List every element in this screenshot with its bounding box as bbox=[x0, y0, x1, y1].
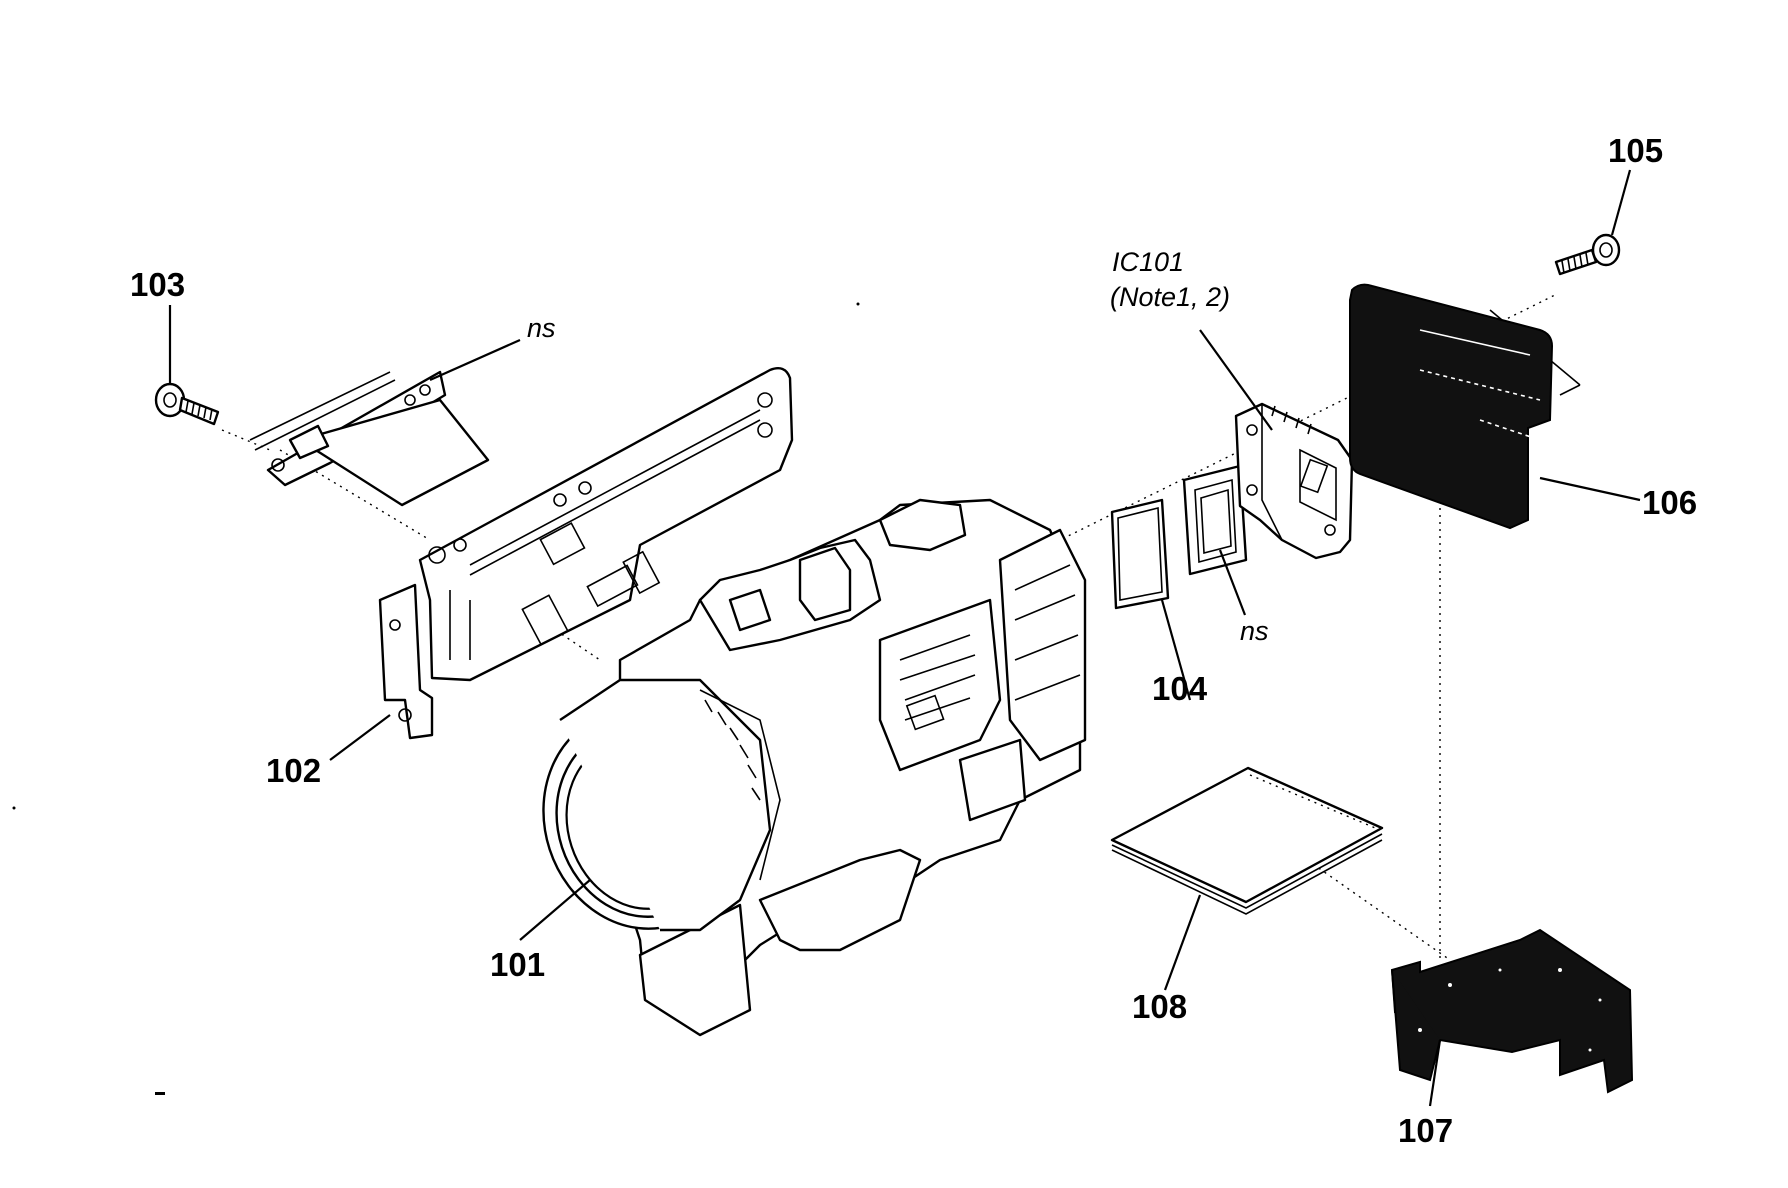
part-107-bracket bbox=[1390, 928, 1634, 1094]
part-103-screw bbox=[154, 382, 220, 426]
scan-specks bbox=[12, 302, 860, 1095]
label-101: 101 bbox=[490, 946, 545, 983]
label-ic101: IC101 bbox=[1112, 247, 1184, 277]
part-104-filter bbox=[1110, 498, 1170, 610]
part-106-plate bbox=[1349, 283, 1554, 530]
label-104: 104 bbox=[1152, 670, 1208, 707]
part-108-sheet bbox=[1110, 766, 1384, 915]
part-ns-frame bbox=[1182, 464, 1248, 576]
label-106: 106 bbox=[1642, 484, 1697, 521]
label-108: 108 bbox=[1132, 988, 1187, 1025]
part-ic101-sensor bbox=[1234, 402, 1354, 560]
part-101-lens-block bbox=[542, 498, 1087, 1037]
part-labels: 103 ns 102 101 IC101 (Note1, 2) ns 104 1… bbox=[130, 132, 1697, 1149]
label-105: 105 bbox=[1608, 132, 1663, 169]
leader-lines bbox=[168, 169, 1641, 1107]
label-103: 103 bbox=[130, 266, 185, 303]
part-ns-bracket bbox=[249, 370, 490, 507]
part-102-bracket bbox=[378, 367, 794, 740]
label-ns-top: ns bbox=[527, 313, 556, 343]
part-105-screw bbox=[1554, 233, 1621, 276]
label-107: 107 bbox=[1398, 1112, 1453, 1149]
label-note: (Note1, 2) bbox=[1110, 282, 1230, 312]
label-ns-mid: ns bbox=[1240, 616, 1269, 646]
label-102: 102 bbox=[266, 752, 321, 789]
